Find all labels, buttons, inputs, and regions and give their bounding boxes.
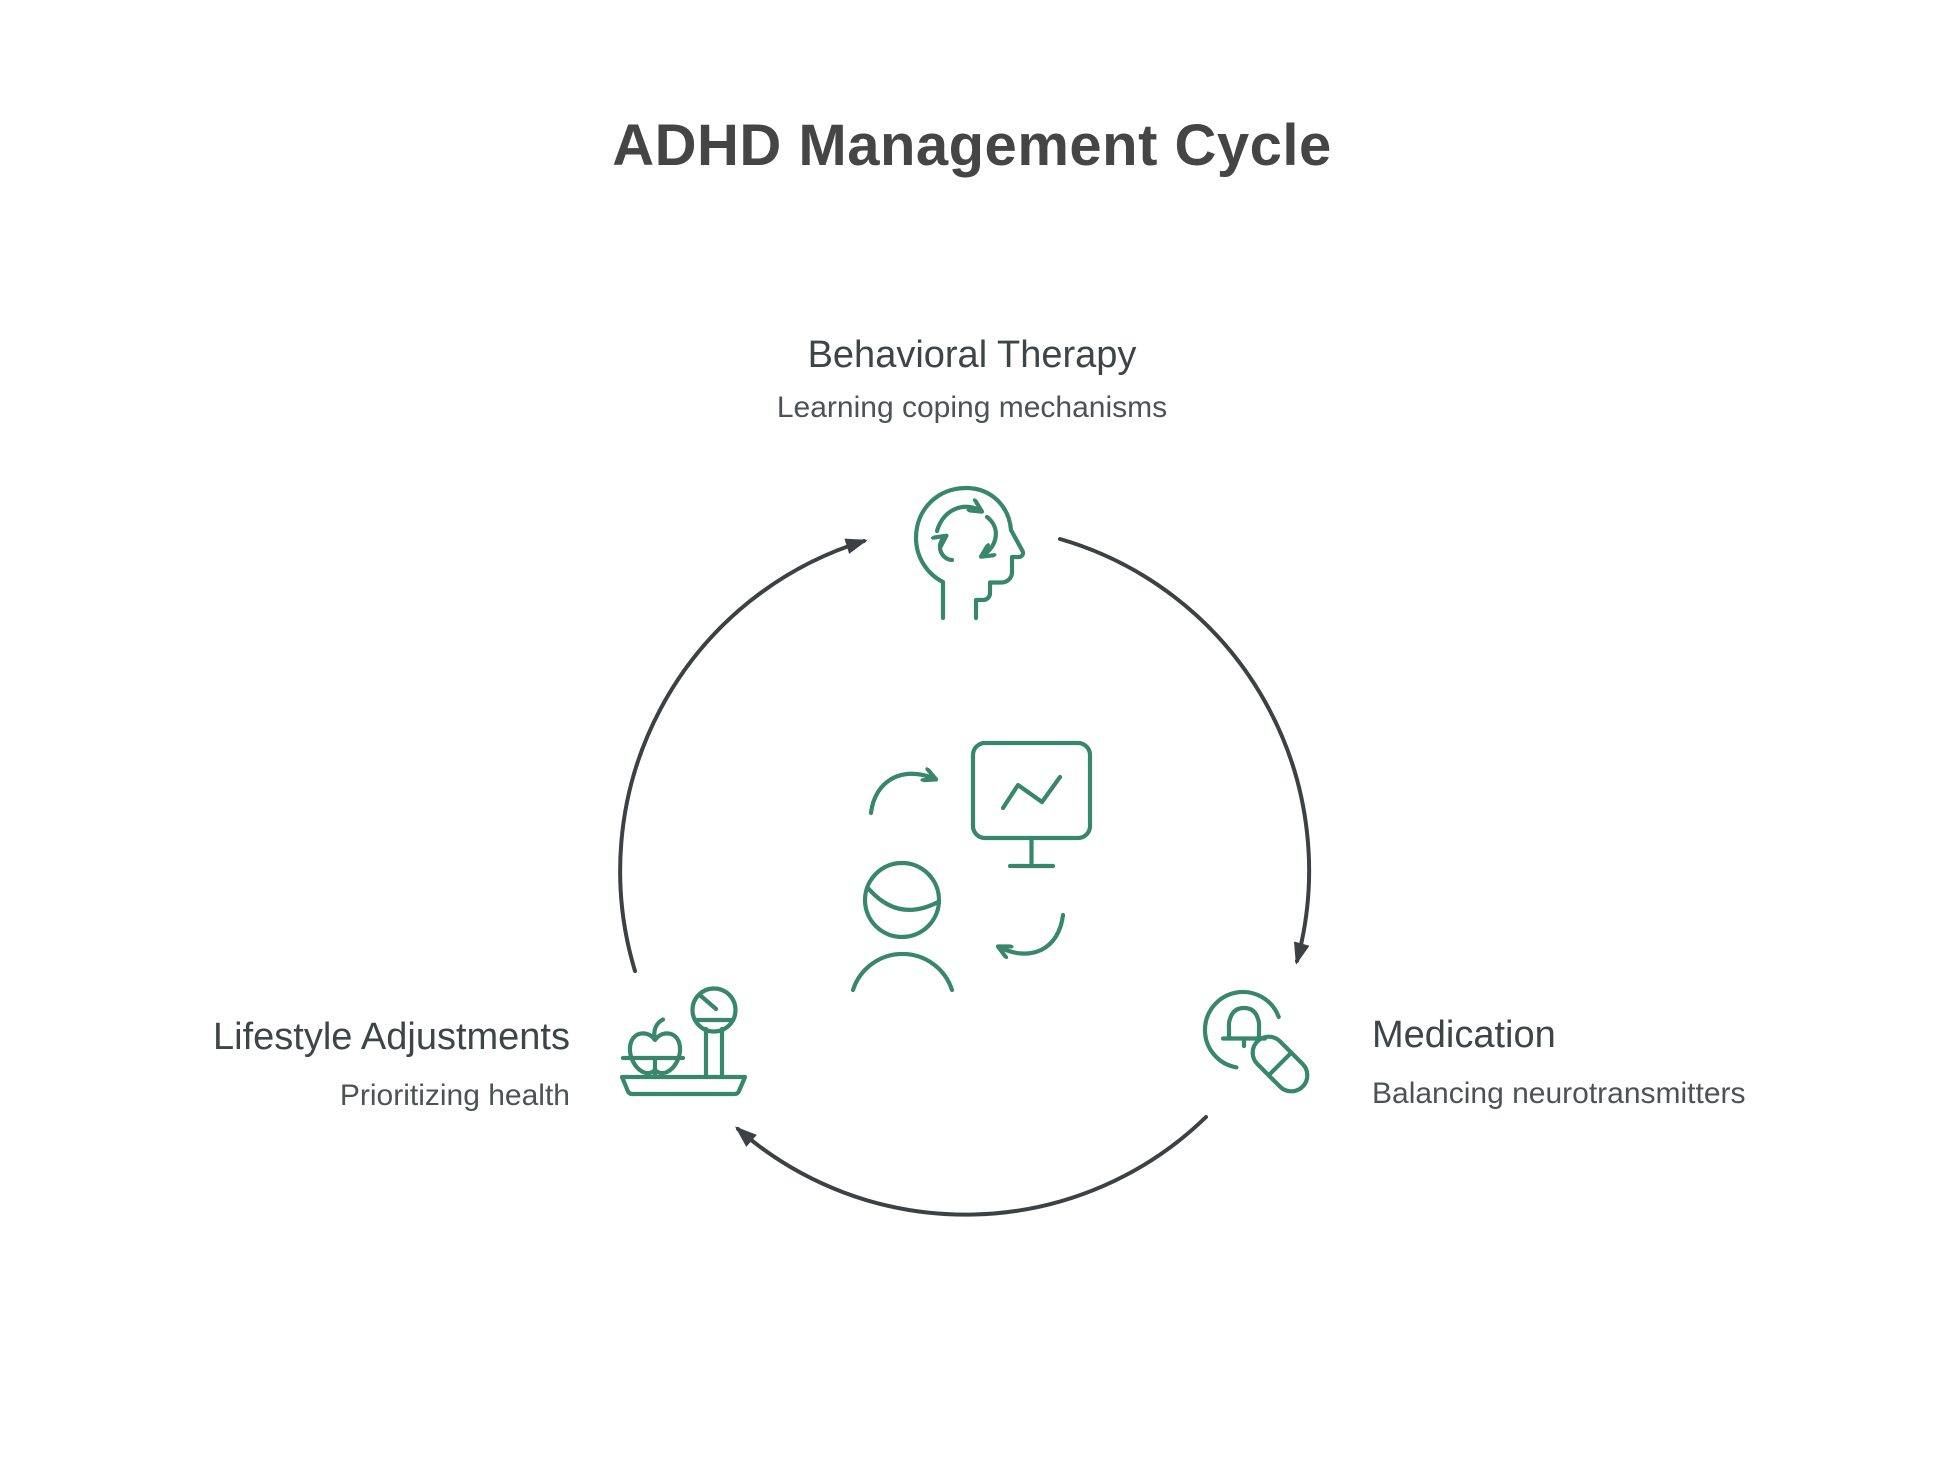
cycle-arrow-up: [868, 774, 935, 816]
person-hair-line: [865, 885, 941, 912]
scale-apple-icon: [619, 986, 748, 1097]
refresh-arrow-right: [982, 514, 998, 556]
refresh-arrow-small: [940, 536, 955, 563]
apple-body: [627, 1031, 683, 1076]
scale-base: [619, 1074, 748, 1097]
scale-dial: [690, 986, 738, 1034]
node-behavioral-therapy-label: Behavioral Therapy: [807, 334, 1137, 376]
arc-therapy-to-medication: [1058, 537, 1312, 965]
refresh-arrow-top: [934, 507, 981, 534]
arc-medication-to-lifestyle: [734, 1115, 1208, 1217]
reminder-circle: [1202, 989, 1281, 1070]
apple-icon: [627, 1017, 683, 1076]
bell-pill-icon: [1202, 989, 1310, 1094]
head-profile-outline: [913, 485, 1026, 621]
person-icon: [850, 860, 955, 993]
node-lifestyle-adjustments-label: Lifestyle Adjustments: [213, 1016, 570, 1058]
node-medication: Medication Balancing neurotransmitters: [1372, 1014, 1912, 1111]
person-presentation-cycle-icon: [850, 740, 1093, 993]
apple-stem: [652, 1017, 666, 1041]
arc-lifestyle-to-therapy: [618, 538, 868, 973]
page-title: ADHD Management Cycle: [612, 113, 1332, 178]
weighing-scale-icon: [619, 986, 748, 1097]
person-shoulders: [850, 951, 955, 993]
node-medication-description: Balancing neurotransmitters: [1372, 1077, 1746, 1110]
trend-line: [1000, 774, 1063, 811]
head-refresh-icon: [913, 485, 1026, 621]
node-behavioral-therapy-description: Learning coping mechanisms: [776, 391, 1168, 424]
cycle-arrow-down: [999, 912, 1066, 954]
node-lifestyle-adjustments-description: Prioritizing health: [339, 1079, 570, 1112]
node-lifestyle-adjustments: Lifestyle Adjustments Prioritizing healt…: [100, 1016, 570, 1113]
presentation-board-icon: [970, 740, 1093, 869]
scale-needle: [698, 993, 719, 1012]
node-medication-label: Medication: [1372, 1014, 1556, 1056]
pill-icon: [1250, 1034, 1310, 1094]
node-behavioral-therapy: Behavioral Therapy Learning coping mecha…: [612, 334, 1332, 425]
